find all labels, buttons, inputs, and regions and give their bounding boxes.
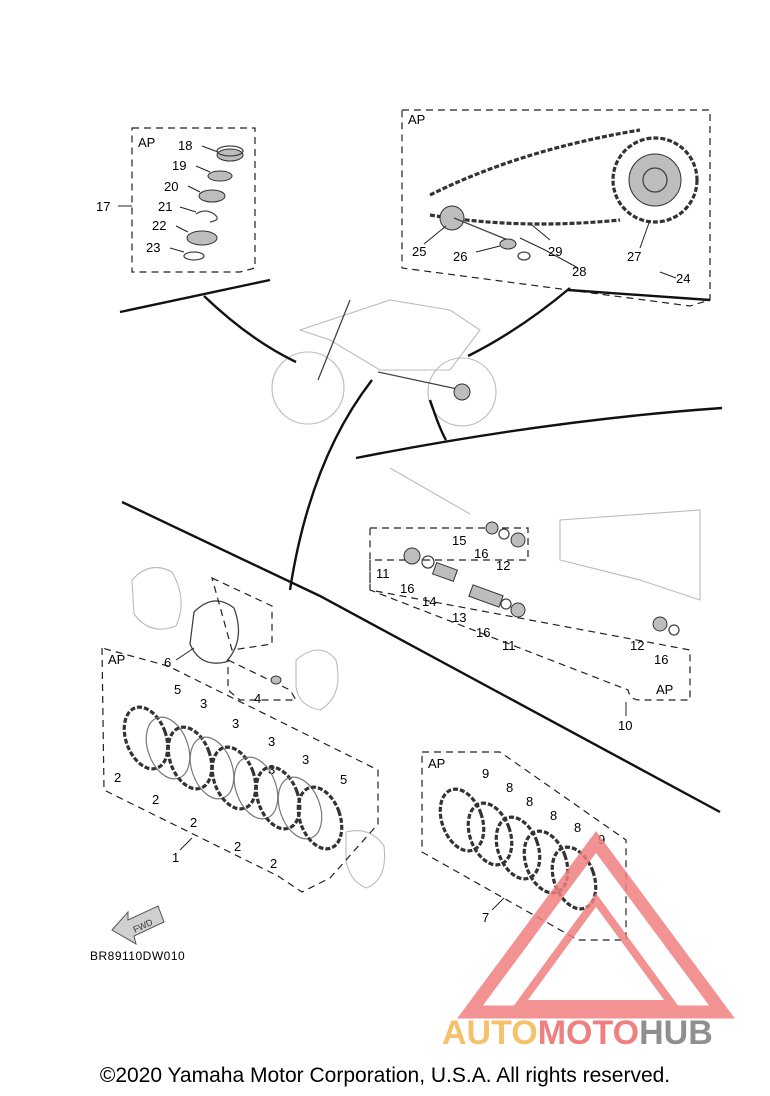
watermark-part-auto: AUTO bbox=[442, 1014, 538, 1052]
clutch-group: 6 4 AP 5 3 3 3 3 3 5 2 2 2 2 2 1 bbox=[101, 566, 386, 893]
callout-2: 2 bbox=[190, 815, 197, 830]
callout-8: 8 bbox=[526, 794, 533, 809]
callout-28: 28 bbox=[572, 264, 586, 279]
callout-8: 8 bbox=[506, 780, 513, 795]
callout-16: 16 bbox=[476, 625, 490, 640]
watermark-part-hub: HUB bbox=[639, 1014, 713, 1052]
watermark-logo-icon bbox=[457, 831, 735, 1019]
callout-16: 16 bbox=[654, 652, 668, 667]
callout-14: 14 bbox=[422, 594, 436, 609]
callout-5: 5 bbox=[340, 772, 347, 787]
callout-21: 21 bbox=[158, 199, 172, 214]
callout-4: 4 bbox=[254, 691, 261, 706]
callout-8: 8 bbox=[574, 820, 581, 835]
motorcycle-outline bbox=[203, 287, 571, 591]
callout-7: 7 bbox=[482, 910, 489, 925]
callout-29: 29 bbox=[548, 244, 562, 259]
diagram-code: BR89110DW010 bbox=[90, 949, 186, 963]
callout-3: 3 bbox=[268, 734, 275, 749]
copyright-notice: ©2020 Yamaha Motor Corporation, U.S.A. A… bbox=[99, 1064, 671, 1087]
steering-bearing-group: AP 17 18 19 20 21 22 23 bbox=[96, 127, 271, 314]
callout-3: 3 bbox=[200, 696, 207, 711]
ap-label: AP bbox=[656, 682, 673, 697]
callout-1: 1 bbox=[172, 850, 179, 865]
callout-16: 16 bbox=[400, 581, 414, 596]
swingarm-group: AP 15 16 12 11 16 14 13 16 11 12 16 10 bbox=[369, 467, 701, 733]
drive-chain-group: AP 25 26 27 28 29 24 bbox=[401, 109, 711, 307]
callout-23: 23 bbox=[146, 240, 160, 255]
forward-arrow-icon: FWD bbox=[111, 905, 165, 946]
callout-3: 3 bbox=[268, 762, 275, 777]
callout-10: 10 bbox=[618, 718, 632, 733]
callout-9: 9 bbox=[482, 766, 489, 781]
callout-5: 5 bbox=[174, 682, 181, 697]
watermark-wordmark: AUTOMOTOHUB bbox=[442, 1014, 713, 1053]
divider-line bbox=[355, 406, 723, 460]
callout-25: 25 bbox=[412, 244, 426, 259]
clutch-plate-stack bbox=[122, 705, 344, 851]
callout-26: 26 bbox=[453, 249, 467, 264]
callout-2: 2 bbox=[114, 770, 121, 785]
callout-24: 24 bbox=[676, 271, 690, 286]
callout-2: 2 bbox=[234, 839, 241, 854]
callout-8: 8 bbox=[550, 808, 557, 823]
ap-label: AP bbox=[108, 652, 125, 667]
ap-label: AP bbox=[138, 135, 155, 150]
callout-3: 3 bbox=[232, 716, 239, 731]
callout-2: 2 bbox=[270, 856, 277, 871]
callout-15: 15 bbox=[452, 533, 466, 548]
callout-18: 18 bbox=[178, 138, 192, 153]
callout-17: 17 bbox=[96, 199, 110, 214]
callout-13: 13 bbox=[452, 610, 466, 625]
callout-19: 19 bbox=[172, 158, 186, 173]
callout-11: 11 bbox=[376, 566, 390, 581]
callout-22: 22 bbox=[152, 218, 166, 233]
divider-line bbox=[121, 500, 721, 814]
ap-label: AP bbox=[408, 112, 425, 127]
callout-27: 27 bbox=[627, 249, 641, 264]
callout-12: 12 bbox=[496, 558, 510, 573]
callout-16: 16 bbox=[474, 546, 488, 561]
callout-20: 20 bbox=[164, 179, 178, 194]
ap-label: AP bbox=[428, 756, 445, 771]
watermark-part-moto: MOTO bbox=[537, 1014, 640, 1052]
callout-11: 11 bbox=[502, 638, 516, 653]
callout-6: 6 bbox=[164, 655, 171, 670]
callout-3: 3 bbox=[302, 752, 309, 767]
friction-plate-group: AP 9 8 8 8 8 9 7 bbox=[421, 751, 627, 941]
callout-12: 12 bbox=[630, 638, 644, 653]
callout-2: 2 bbox=[152, 792, 159, 807]
